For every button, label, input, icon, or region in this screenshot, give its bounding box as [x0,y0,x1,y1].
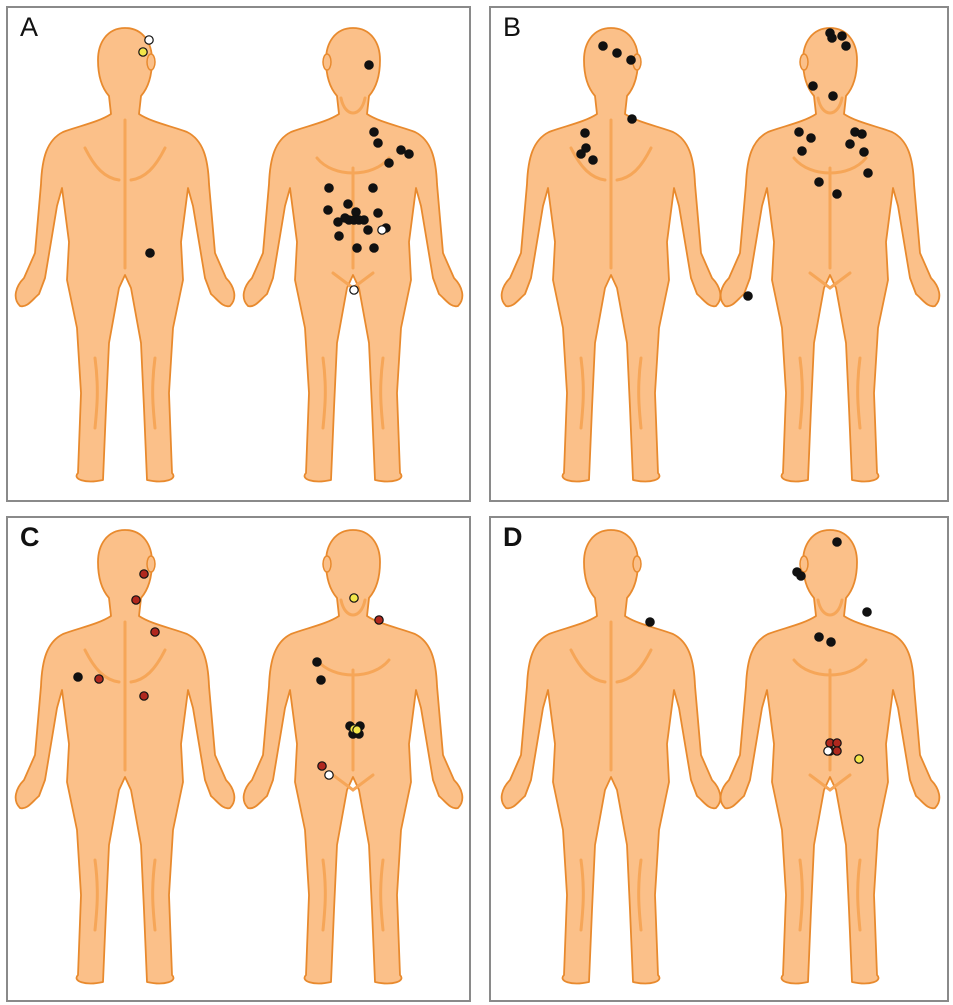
panel-label: D [503,524,523,551]
lesion-marker-black-front-head [833,538,841,546]
ear [323,556,331,572]
back-view-figure [16,28,235,481]
back-view-figure [16,530,235,983]
lesion-marker-red-back-back [151,628,159,636]
lesion-marker-yellow-front-hip [855,755,863,763]
lesion-marker-black-front-abdomen [369,184,377,192]
lesion-marker-black-front-chest [827,638,835,646]
lesion-marker-black-back-head [599,42,607,50]
panel-b: B [489,6,949,502]
lesion-marker-black-front-left-shoulder [405,150,413,158]
lesion-marker-yellow-front-abdomen [353,726,361,734]
lesion-marker-black-front-neck [809,82,817,90]
lesion-marker-black-front-head [797,572,805,580]
lesion-marker-black-front-shoulder [863,608,871,616]
lesion-marker-black-back-upper-back [581,129,589,137]
panel-label: A [20,14,38,41]
ear [147,556,155,572]
body-diagram [8,8,469,500]
lesion-marker-black-front-left-shoulder [370,128,378,136]
lesion-marker-black-front-abdomen [335,232,343,240]
lesion-marker-red-back-back [140,692,148,700]
panel-label: B [503,14,521,41]
ear [800,54,808,70]
lesion-marker-black-back-upper-back [589,156,597,164]
lesion-marker-black-front-chest [815,178,823,186]
lesion-marker-black-front-chest [795,128,803,136]
front-view-figure [721,530,940,983]
panel-label: C [20,524,40,551]
lesion-marker-red-front-groin [833,739,841,747]
panel-a: A [6,6,471,502]
ear [633,556,641,572]
lesion-marker-black-back-head [627,56,635,64]
ear [147,54,155,70]
lesion-marker-black-front-abdomen [353,244,361,252]
lesion-marker-black-front-chest [864,169,872,177]
lesion-marker-black-front-left-shoulder [385,159,393,167]
lesion-marker-red-back-back [95,675,103,683]
lesion-marker-black-front-chest [833,190,841,198]
lesion-marker-black-front-neck [829,92,837,100]
panel-d: D [489,516,949,1002]
lesion-marker-black-front-abdomen [352,208,360,216]
lesion-marker-black-front-head [842,42,850,50]
lesion-marker-black-back-shoulder [646,618,654,626]
lesion-marker-black-front-chest [860,148,868,156]
lesion-marker-black-front-abdomen [324,206,332,214]
lesion-marker-black-front-head [828,34,836,42]
lesion-marker-black-front-abdomen [364,226,372,234]
lesion-marker-black-front-head [365,61,373,69]
lesion-marker-red-back-head [140,570,148,578]
lesion-marker-black-back-shoulder [628,115,636,123]
ear [323,54,331,70]
lesion-marker-black-back-lower-back [146,249,154,257]
lesion-marker-white-back-head [145,36,153,44]
lesion-marker-red-back-neck [132,596,140,604]
lesion-marker-black-front-abdomen [360,216,368,224]
lesion-marker-black-back-hand [744,292,752,300]
front-view-figure [244,28,463,481]
lesion-marker-white-front-groin [350,286,358,294]
lesion-marker-black-front-abdomen [344,200,352,208]
lesion-marker-black-front-left-shoulder [397,146,405,154]
body-diagram [8,518,469,1000]
lesion-marker-black-front-chest [807,134,815,142]
lesion-marker-yellow-front-neck [350,594,358,602]
ear [800,556,808,572]
lesion-marker-white-front-thigh [325,771,333,779]
lesion-marker-black-front-abdomen [370,244,378,252]
lesion-marker-yellow-back-head [139,48,147,56]
lesion-marker-black-back-upper-back [577,150,585,158]
lesion-marker-white-front-groin [824,747,832,755]
lesion-marker-white-front-abdomen [378,226,386,234]
lesion-marker-red-front-thigh [318,762,326,770]
lesion-marker-red-front-groin [833,747,841,755]
lesion-marker-black-front-abdomen [374,209,382,217]
lesion-marker-black-back-head [613,49,621,57]
lesion-marker-black-front-abdomen [325,184,333,192]
lesion-marker-black-front-chest [313,658,321,666]
lesion-marker-black-front-head [838,32,846,40]
lesion-marker-black-front-abdomen [334,218,342,226]
lesion-marker-red-front-shoulder [375,616,383,624]
body-diagram [491,518,947,1000]
lesion-marker-black-front-chest [798,147,806,155]
lesion-marker-black-front-left-shoulder [374,139,382,147]
lesion-marker-black-front-chest [317,676,325,684]
lesion-marker-black-front-chest [858,130,866,138]
body-diagram [491,8,947,500]
lesion-marker-black-back-arm [74,673,82,681]
panel-c: C [6,516,471,1002]
lesion-marker-black-front-chest [846,140,854,148]
back-view-figure [502,28,721,481]
lesion-marker-black-front-chest [815,633,823,641]
back-view-figure [502,530,721,983]
